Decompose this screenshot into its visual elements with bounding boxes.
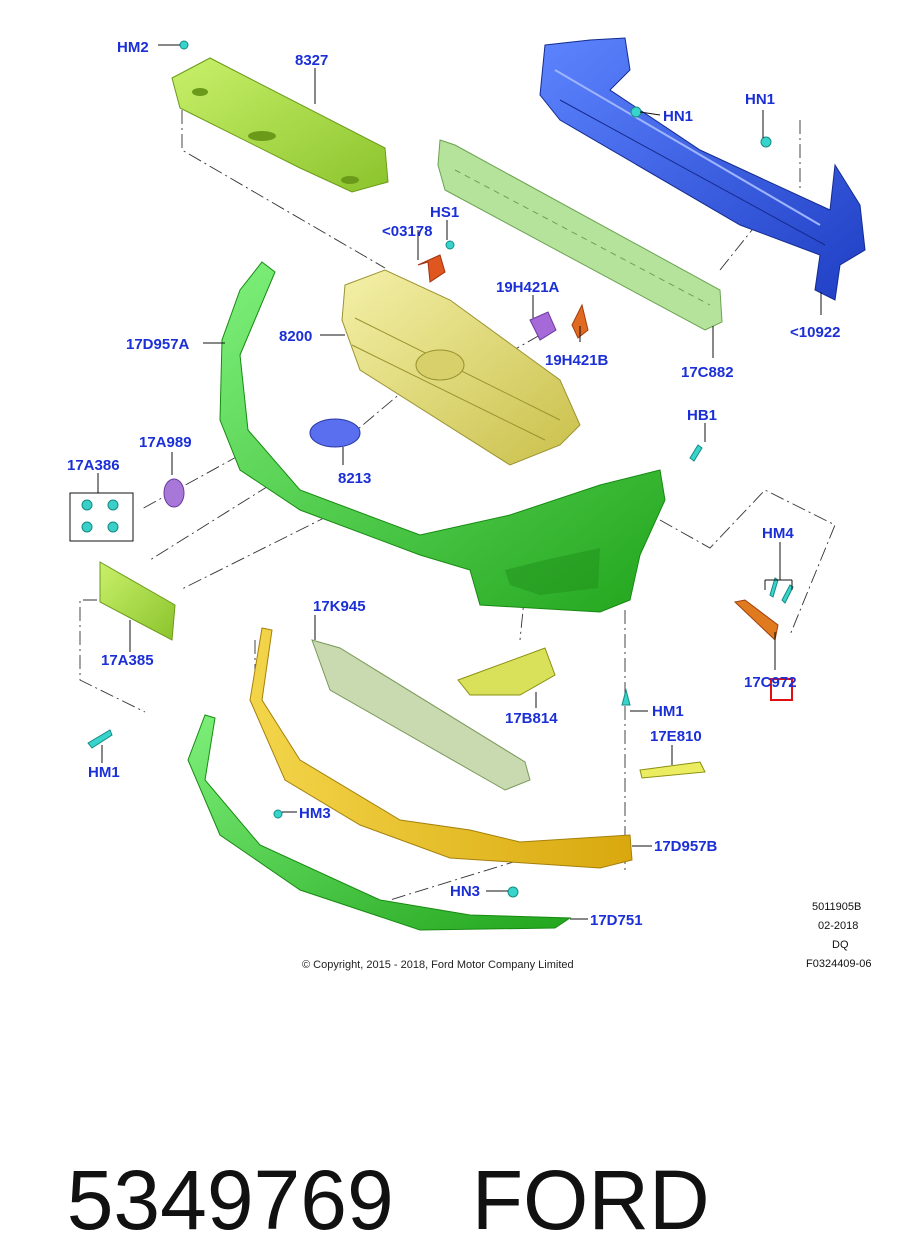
callout-17e810: 17E810 (650, 728, 702, 745)
grille-8200 (341, 269, 581, 466)
callout-17a386: 17A386 (67, 457, 120, 474)
callout-8200: 8200 (279, 328, 312, 345)
meta-figure: F0324409-06 (806, 958, 871, 970)
callout-17d957a: 17D957A (126, 336, 190, 353)
callout-19h421a: 19H421A (496, 279, 560, 296)
callout-hm3: HM3 (299, 805, 331, 822)
lower-grille-17K945 (311, 639, 531, 791)
callout-hm1-center: HM1 (652, 703, 684, 720)
callout-hm4: HM4 (762, 525, 794, 542)
plate-bracket-17A385 (99, 561, 176, 641)
bracket-17C972 (733, 599, 779, 641)
bumper-cover-17D957A (219, 261, 666, 613)
meta-dq: DQ (832, 939, 849, 951)
callout-17c882: 17C882 (681, 364, 734, 381)
callout-10922: <10922 (790, 324, 840, 341)
callout-hm1-left: HM1 (88, 764, 120, 781)
part-caption: 5349769 FORD (20, 1055, 900, 1247)
callout-17a989: 17A989 (139, 434, 192, 451)
fastener-set-17A386 (69, 492, 134, 542)
splitter-17D957B (249, 627, 633, 869)
reinforcement-beam-10922 (539, 37, 866, 301)
callout-17b814: 17B814 (505, 710, 558, 727)
callout-hn1-top: HN1 (745, 91, 775, 108)
callout-8327: 8327 (295, 52, 328, 69)
callout-19h421b: 19H421B (545, 352, 609, 369)
callout-17c972: 17C972 (744, 674, 797, 691)
callout-8213: 8213 (338, 470, 371, 487)
meta-code: 5011905B (812, 901, 861, 913)
callout-hn3: HN3 (450, 883, 480, 900)
bracket-19H421A (529, 311, 557, 341)
emblem-8213 (309, 418, 361, 448)
callout-17d957b: 17D957B (654, 838, 718, 855)
callout-hs1: HS1 (430, 204, 459, 221)
valance-17D751 (187, 714, 572, 931)
brand-name: FORD (471, 1153, 710, 1247)
callout-hb1: HB1 (687, 407, 717, 424)
meta-date: 02-2018 (818, 920, 858, 932)
highlight-box (770, 678, 793, 701)
callout-17d751: 17D751 (590, 912, 643, 929)
callout-labels: HM2 8327 HN1 HN1 HS1 <03178 19H421A <109… (67, 39, 840, 929)
copyright-notice: © Copyright, 2015 - 2018, Ford Motor Com… (302, 959, 574, 971)
callout-hn1-right: HN1 (663, 108, 693, 125)
fog-bezel-17B814 (457, 647, 556, 696)
part-number: 5349769 (66, 1153, 394, 1247)
parts-diagram: HM2 8327 HN1 HN1 HS1 <03178 19H421A <109… (67, 37, 871, 971)
cap-17A989 (163, 478, 185, 508)
bracket-19H421B (571, 303, 589, 339)
diagram-metadata: 5011905B 02-2018 DQ F0324409-06 (806, 901, 871, 970)
leader-lines (97, 44, 822, 920)
callout-17k945: 17K945 (313, 598, 366, 615)
callout-hm2: HM2 (117, 39, 149, 56)
fasteners (87, 40, 794, 898)
bracket-03178 (417, 254, 446, 283)
assembly-guide-lines (79, 110, 836, 901)
upper-panel-8327 (171, 57, 389, 193)
callout-03178: <03178 (382, 223, 432, 240)
trim-17E810 (639, 761, 706, 779)
callout-17a385: 17A385 (101, 652, 154, 669)
